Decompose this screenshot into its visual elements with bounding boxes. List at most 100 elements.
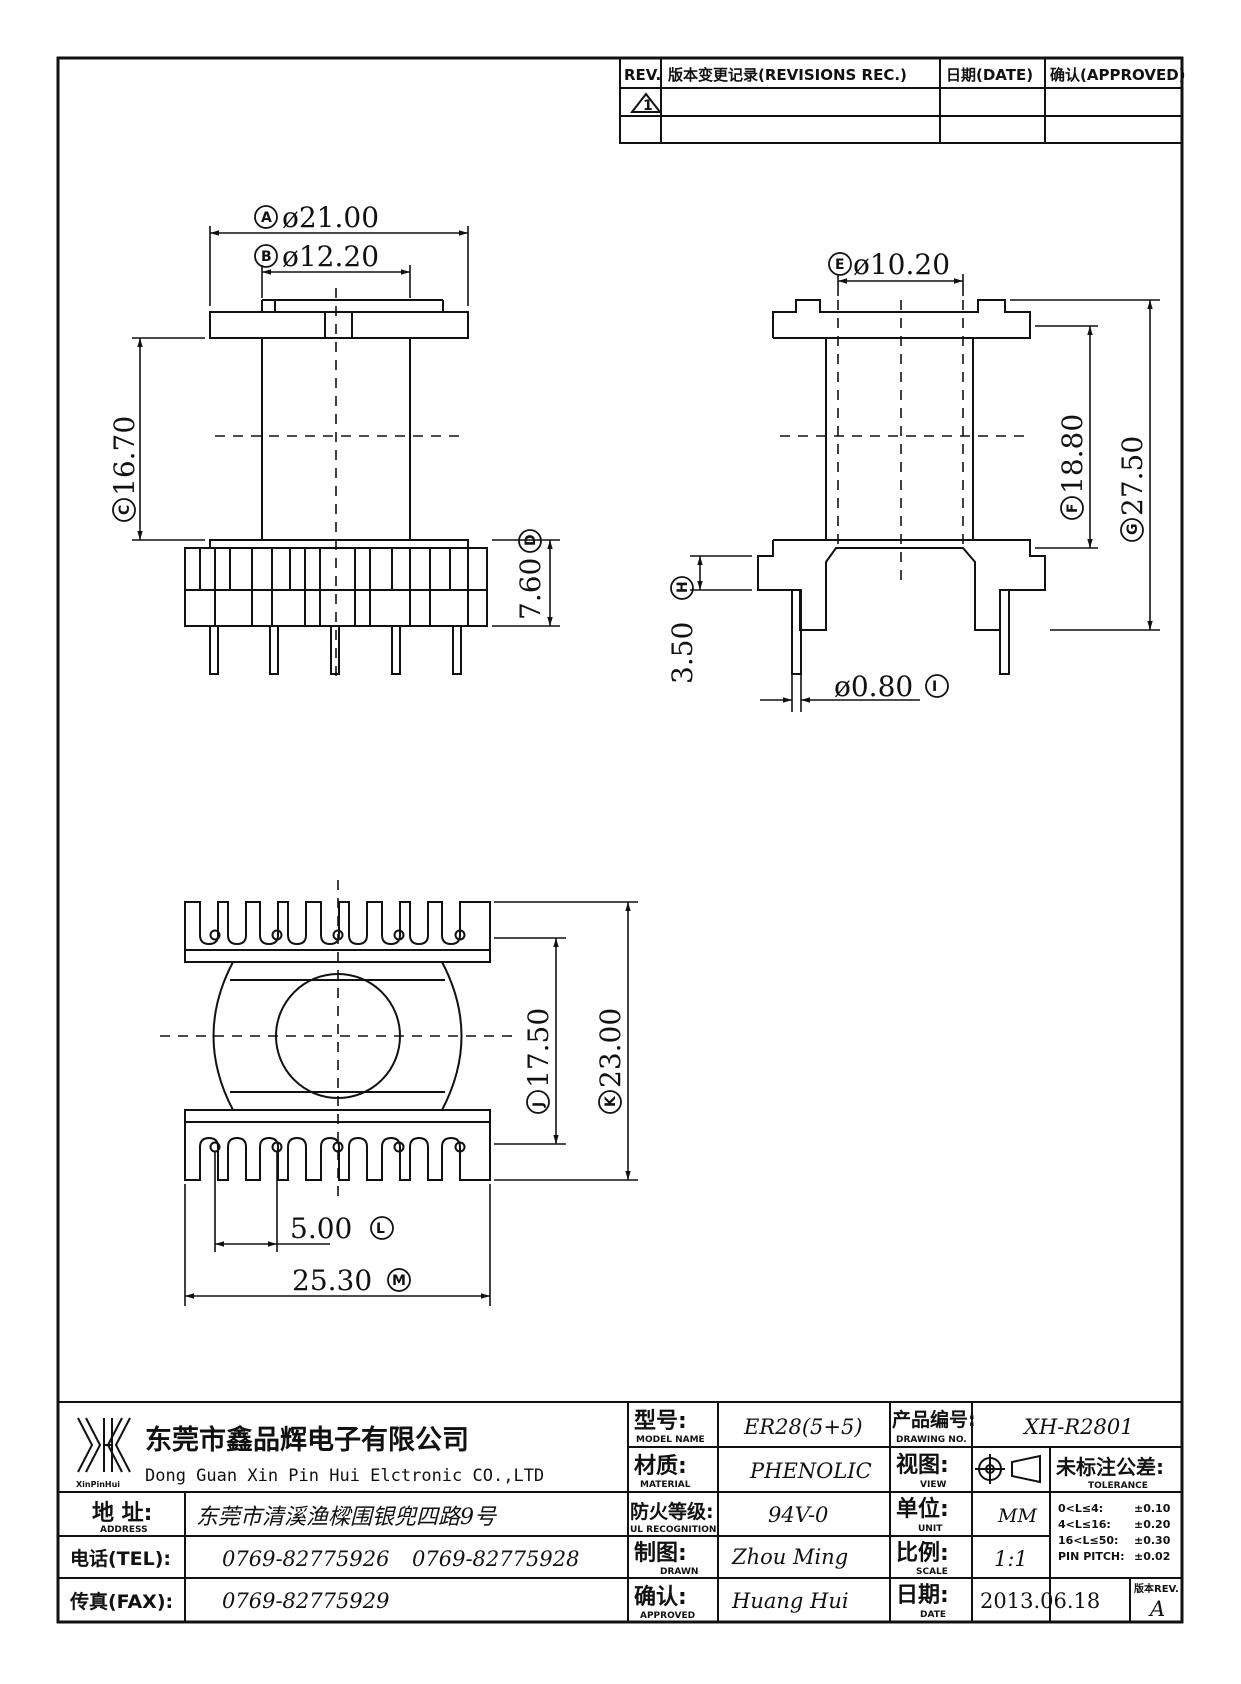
address-label: 地 址: (92, 1501, 152, 1526)
svg-text:5.00: 5.00 (290, 1212, 352, 1245)
date-sub-label: DATE (920, 1610, 946, 1620)
svg-text:16.70: 16.70 (108, 416, 141, 496)
material-label: 材质: (634, 1454, 687, 1479)
tolerance-table: 0<L≤4: ±0.10 4<L≤16: ±0.20 16<L≤50: ±0.3… (1058, 1502, 1171, 1563)
date-value: 2013.06.18 (980, 1589, 1100, 1613)
unit-value: MM (997, 1505, 1037, 1527)
svg-text:25.30: 25.30 (292, 1264, 372, 1297)
svg-text:18.80: 18.80 (1056, 414, 1089, 494)
svg-text:B: B (261, 249, 272, 265)
front-view-centerlines (215, 288, 462, 680)
revision-triangle-icon: 1 (629, 92, 663, 114)
dim-f-label: F 18.80 (1056, 414, 1089, 520)
sheet-border (56, 56, 1184, 1624)
tolerance-sub-label: TOLERANCE (1088, 1481, 1148, 1491)
first-angle-projection-icon (975, 1454, 1041, 1484)
approved-col-header: 确认(APPROVED) (1050, 66, 1186, 84)
dim-g-label: G 27.50 (1116, 436, 1149, 542)
svg-text:D: D (523, 534, 539, 546)
fax-label: 传真(FAX): (69, 1590, 173, 1613)
svg-text:F: F (1065, 503, 1081, 513)
svg-text:M: M (392, 1273, 406, 1289)
side-view (757, 299, 1046, 675)
dim-h-label: 3.50 H (666, 576, 699, 684)
date-label: 日期: (896, 1583, 949, 1608)
revision-record-col-header: 版本变更记录(REVISIONS REC.) (668, 66, 907, 84)
svg-text:K: K (603, 1095, 619, 1107)
tolerance-value: ±0.30 (1134, 1534, 1171, 1547)
company-name-cn: 东莞市鑫品辉电子有限公司 (145, 1424, 469, 1456)
dim-i-label: ø0.80 I (834, 670, 949, 703)
top-view-centerlines (160, 880, 515, 1200)
svg-text:23.00: 23.00 (594, 1008, 627, 1088)
dim-e-label: E ø10.20 (828, 248, 950, 281)
address-sub-label: ADDRESS (100, 1525, 148, 1535)
tolerance-value: ±0.20 (1134, 1518, 1171, 1531)
svg-text:L: L (376, 1221, 385, 1237)
tolerance-range: 0<L≤4: (1058, 1502, 1103, 1515)
svg-text:I: I (932, 679, 937, 695)
unit-label: 单位: (896, 1496, 949, 1522)
date-col-header: 日期(DATE) (946, 66, 1033, 84)
drawn-label: 制图: (634, 1541, 687, 1566)
tolerance-value: ±0.02 (1134, 1550, 1170, 1563)
svg-text:E: E (835, 257, 845, 273)
tolerance-range: 4<L≤16: (1058, 1518, 1111, 1531)
dim-m-label: 25.30 M (292, 1264, 411, 1297)
revision-value: A (1148, 1597, 1165, 1621)
material-sub-label: MATERIAL (640, 1480, 691, 1490)
approved-value: Huang Hui (731, 1589, 849, 1613)
tolerance-label: 未标注公差: (1056, 1455, 1164, 1479)
svg-text:1: 1 (643, 98, 653, 114)
drawing-no-label: 产品编号: (892, 1408, 976, 1431)
svg-text:ø0.80: ø0.80 (834, 670, 913, 703)
tel-value-1: 0769-82775926 (222, 1547, 389, 1571)
dim-k-label: K 23.00 (594, 1008, 627, 1114)
tel-value-2: 0769-82775928 (412, 1547, 579, 1571)
svg-text:7.60: 7.60 (514, 558, 547, 620)
dim-l-label: 5.00 L (290, 1212, 394, 1245)
flame-rating-sub-label: UL RECOGNITION (630, 1525, 716, 1535)
dim-d-label: 7.60 D (514, 529, 547, 620)
front-view-dimension-lines (132, 226, 560, 627)
revision-label: 版本REV. (1134, 1582, 1179, 1595)
dim-j-label: J 17.50 (522, 1008, 555, 1114)
flame-rating-value: 94V-0 (768, 1503, 828, 1527)
approved-sub-label: APPROVED (640, 1611, 695, 1621)
rev-col-header: REV. (624, 66, 661, 84)
svg-text:J: J (531, 1102, 547, 1108)
drawing-no-value: XH-R2801 (1022, 1415, 1134, 1439)
fax-value: 0769-82775929 (222, 1589, 389, 1613)
drawing-no-sub-label: DRAWING NO. (896, 1435, 967, 1445)
side-view-centerlines (780, 300, 1025, 586)
scale-label: 比例: (896, 1541, 949, 1566)
address-value: 东莞市清溪渔樑围银兜四路9号 (196, 1505, 497, 1530)
scale-sub-label: SCALE (916, 1567, 948, 1577)
unit-sub-label: UNIT (918, 1524, 943, 1534)
svg-text:ø10.20: ø10.20 (853, 248, 950, 281)
drawn-sub-label: DRAWN (660, 1567, 698, 1577)
flame-rating-label: 防火等级: (630, 1500, 714, 1523)
svg-text:C: C (117, 505, 133, 515)
view-label: 视图: (896, 1452, 949, 1478)
company-name-en: Dong Guan Xin Pin Hui Elctronic CO.,LTD (145, 1466, 544, 1486)
svg-text:27.50: 27.50 (1116, 436, 1149, 516)
tolerance-range: 16<L≤50: (1058, 1534, 1118, 1547)
side-view-dimension-lines (690, 274, 1160, 712)
dim-a-label: A ø21.00 (254, 201, 379, 234)
tolerance-range: PIN PITCH: (1058, 1550, 1125, 1563)
company-logo-icon (77, 1417, 131, 1473)
svg-text:17.50: 17.50 (522, 1008, 555, 1088)
title-block (58, 1401, 1182, 1622)
top-view-dimension-lines (184, 901, 638, 1306)
model-value: ER28(5+5) (743, 1415, 863, 1439)
svg-text:ø21.00: ø21.00 (282, 201, 379, 234)
model-label: 型号: (634, 1409, 687, 1434)
approved-label: 确认: (634, 1584, 687, 1610)
svg-text:A: A (261, 210, 272, 226)
svg-text:3.50: 3.50 (666, 622, 699, 684)
svg-text:ø12.20: ø12.20 (282, 240, 379, 273)
dim-b-label: B ø12.20 (254, 240, 379, 273)
scale-value: 1:1 (994, 1547, 1028, 1571)
